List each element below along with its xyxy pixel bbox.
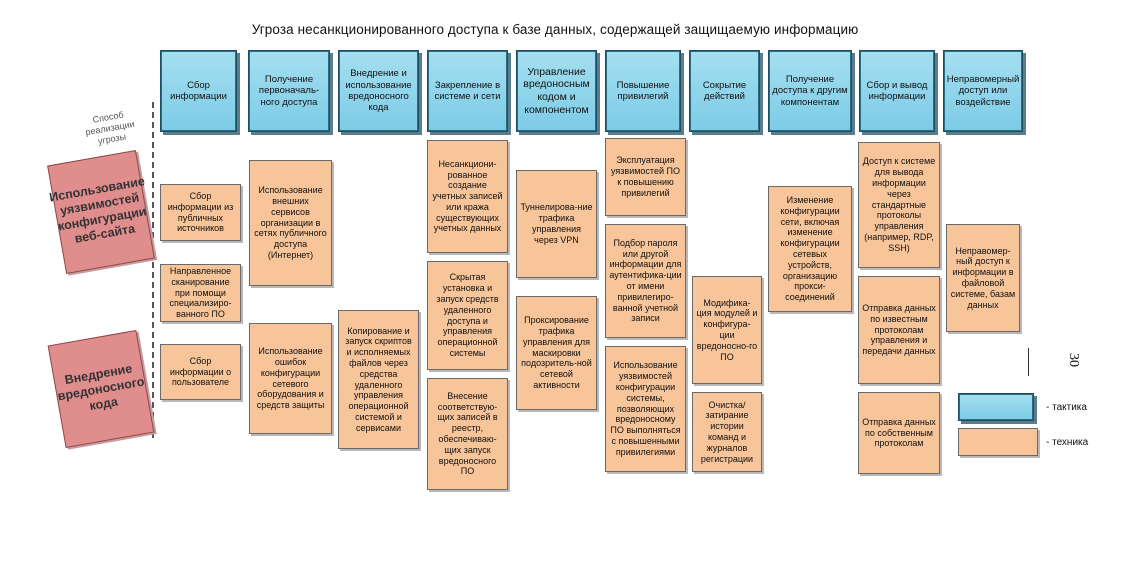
technique-registry-autostart: Внесение соответствую-щих записей в реес… (427, 378, 508, 490)
tactic-persistence: Закрепление в системе и сети (427, 50, 508, 132)
legend-technique-label: - техника (1046, 437, 1089, 448)
tactic-impact: Неправомерный доступ или воздействие (943, 50, 1023, 132)
technique-remote-access-tools: Скрытая установка и запуск средств удале… (427, 261, 508, 370)
tactic-collection-exfiltration: Сбор и вывод информации (859, 50, 935, 132)
technique-known-protocol-exfil: Отправка данных по известным протоколам … (858, 276, 940, 384)
technique-account-creation: Несанкциони-рованное создание учетных за… (427, 140, 508, 253)
tactic-execution: Внедрение и использование вредоносного к… (338, 50, 419, 132)
method-malware-injection: Внедрение вредоносного кода (47, 329, 155, 449)
tactic-defense-evasion: Сокрытие действий (689, 50, 760, 132)
technique-proxy-traffic: Проксирование трафика управления для мас… (516, 296, 597, 410)
legend-tactic-label: - тактика (1046, 402, 1087, 413)
technique-targeted-scanning: Направленное сканирование при помощи спе… (160, 264, 241, 322)
axis-label: Способ реализации угрозы (84, 109, 136, 146)
technique-exploit-privilege: Эксплуатация уязвимостей ПО к повышению … (605, 138, 686, 216)
technique-standard-protocol-access: Доступ к системе для вывода информации ч… (858, 142, 940, 268)
diagram-title: Угроза несанкционированного доступа к ба… (251, 22, 859, 37)
tactic-privilege-escalation: Повышение привилегий (605, 50, 681, 132)
technique-network-config-errors: Использование ошибок конфигурации сетево… (249, 323, 332, 434)
technique-malware-modification: Модифика-ция модулей и конфигура-ции вре… (692, 276, 762, 384)
technique-remote-script-execution: Копирование и запуск скриптов и исполняе… (338, 310, 419, 449)
legend-technique-swatch (958, 428, 1038, 456)
technique-user-info-recon: Сбор информации о пользователе (160, 344, 241, 400)
tactic-initial-access: Получение первоначаль-ного доступа (248, 50, 330, 132)
technique-config-vuln-privileges: Использование уязвимостей конфигурации с… (605, 346, 686, 472)
technique-public-sources-recon: Сбор информации из публичных источников (160, 184, 241, 241)
technique-vpn-tunneling: Туннелирова-ние трафика управления через… (516, 170, 597, 278)
legend-tactic-swatch (958, 393, 1034, 421)
technique-custom-protocol-exfil: Отправка данных по собственным протокола… (858, 392, 940, 474)
technique-log-clearing: Очистка/ затирание истории команд и журн… (692, 392, 762, 472)
tactic-lateral-movement: Получение доступа к другим компонентам (768, 50, 852, 132)
margin-line (1028, 348, 1029, 376)
technique-external-services: Использование внешних сервисов организац… (249, 160, 332, 286)
technique-file-db-access: Неправомер-ный доступ к информации в фай… (946, 224, 1020, 332)
method-website-vulnerabilities: Использование уязвимостей конфигурации в… (47, 150, 155, 274)
separator-line (152, 102, 154, 438)
tactic-command-control: Управление вредоносным кодом и компонент… (516, 50, 597, 132)
page-number: 30 (1066, 353, 1081, 367)
tactic-recon: Сбор информации (160, 50, 237, 132)
technique-network-config-change: Изменение конфигурации сети, включая изм… (768, 186, 852, 312)
technique-password-guessing: Подбор пароля или другой информации для … (605, 224, 686, 338)
